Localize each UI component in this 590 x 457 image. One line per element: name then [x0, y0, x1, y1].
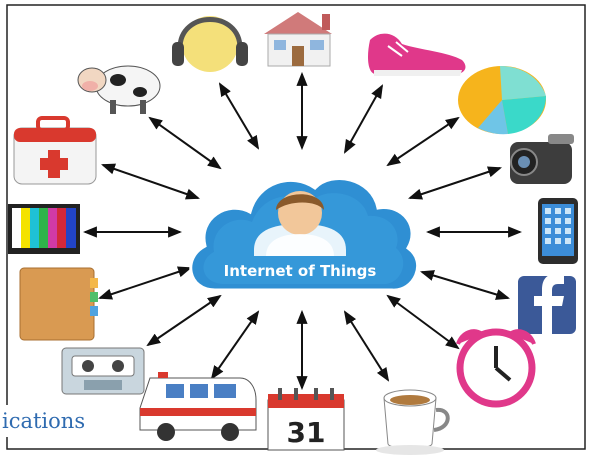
sneaker-icon: [368, 33, 466, 76]
arrow-cow: [148, 116, 222, 170]
arrow-ambulance: [210, 310, 260, 380]
arrow-video-camera: [408, 166, 502, 200]
cow-icon: [77, 65, 161, 114]
coffee-cup-icon: [376, 389, 450, 455]
center-label: Internet of Things: [224, 262, 377, 280]
facebook-icon: [518, 274, 576, 334]
headphones-icon: [172, 16, 248, 72]
alarm-clock-icon: [456, 328, 536, 408]
folder-icon: [19, 267, 98, 341]
iot-cloud: Internet of Things: [189, 177, 420, 292]
arrow-folder: [98, 266, 192, 300]
smartphone-icon: [538, 198, 578, 264]
arrow-headphones: [218, 82, 260, 150]
calendar-icon: 31: [267, 388, 345, 451]
house-icon: [264, 12, 332, 67]
arrow-facebook: [419, 270, 511, 300]
arrow-pie-chart: [386, 116, 460, 167]
arrow-coffee: [343, 310, 390, 382]
arrow-sneaker: [343, 84, 384, 154]
arrow-alarm-clock: [386, 294, 460, 350]
video-camera-icon: [510, 134, 574, 184]
arrow-first-aid: [101, 163, 200, 200]
user-avatar-icon: [254, 191, 346, 256]
tv-icon: [8, 204, 80, 254]
caption-fragment: ications: [2, 405, 92, 437]
ambulance-icon: [139, 372, 257, 441]
pie-chart-icon: [458, 66, 546, 135]
calendar-day: 31: [287, 416, 326, 449]
cassette-tape-icon: [61, 347, 145, 395]
first-aid-kit-icon: [13, 116, 97, 185]
connection-arrows: [82, 71, 523, 391]
arrow-cassette: [146, 294, 222, 347]
